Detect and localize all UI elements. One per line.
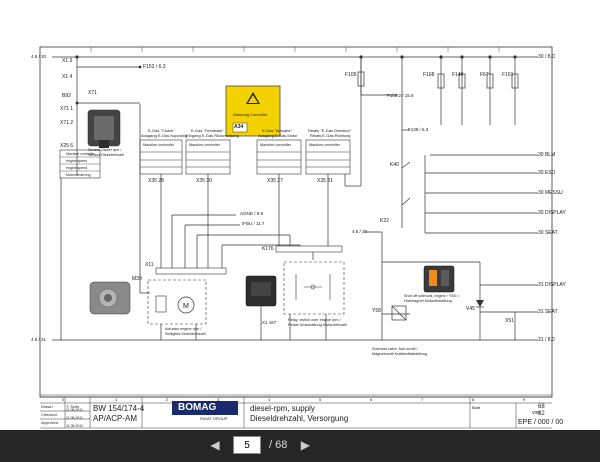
tb-name-0: T. Sche bbox=[66, 404, 80, 409]
relay-k176-box bbox=[283, 261, 345, 315]
tb-title-en: diesel-rpm, supply bbox=[250, 404, 315, 413]
label-x1-4: X1 4 bbox=[62, 74, 73, 80]
col2-header-a: E-Gas "Feedback" bbox=[191, 128, 224, 133]
pdf-viewer-toolbar: ◀ 5 / 68 ▶ bbox=[0, 430, 600, 462]
col1-header-a: E-Gas "Clutch" bbox=[148, 128, 175, 133]
label-x25-6: X25 6 bbox=[60, 143, 74, 149]
col4-header-b: Relais E-Gas Richtung bbox=[310, 133, 351, 138]
label-x35-28: X35 28 bbox=[148, 178, 164, 184]
label-x1-167: X1 167 bbox=[262, 320, 277, 325]
tb-row-drawn: Drawn bbox=[41, 404, 53, 409]
label-f105-2: F105.2 / 15.8 bbox=[387, 93, 414, 98]
next-page-icon[interactable]: ▶ bbox=[300, 438, 310, 452]
ref-31-right: 31 / 8.0 bbox=[538, 337, 555, 343]
tb-blatt: Blatt bbox=[472, 405, 481, 410]
label-warning-text: Warnung Controller bbox=[233, 112, 268, 117]
tb-doc-no: EPE / 000 / 00 bbox=[518, 419, 564, 426]
tb-von: von bbox=[532, 410, 541, 416]
label-x35-31: X35 31 bbox=[317, 178, 333, 184]
col2-header-b: Eingang E-Gas Rückmeldung bbox=[186, 133, 239, 138]
col4-mc: Machine controller bbox=[309, 143, 341, 147]
label-v45: V45 bbox=[466, 306, 475, 312]
label-agnd: AGND / 8.8 bbox=[240, 211, 264, 216]
ref-30-mess: 30 MESSU bbox=[538, 190, 563, 196]
prev-page-icon[interactable]: ◀ bbox=[210, 438, 220, 452]
ref-top-left: 4.6 / 30 bbox=[31, 54, 47, 59]
actuator-m39 bbox=[147, 279, 207, 325]
ref-31-seat: 31 SEAT bbox=[538, 309, 558, 315]
label-k40: K40 bbox=[390, 162, 399, 168]
machine-controller-rows: Machine controller engine speed engine s… bbox=[66, 152, 95, 177]
label-x71-2: X71 2 bbox=[60, 120, 74, 126]
label-x71-1: X71 1 bbox=[60, 106, 74, 112]
tb-sheet-no: 82 bbox=[538, 411, 545, 417]
label-x35-27: X35 27 bbox=[267, 178, 283, 184]
label-b92: B92 bbox=[62, 93, 71, 99]
label-f105: F105 bbox=[345, 72, 357, 78]
ref-30-seat: 30 SEAT bbox=[538, 230, 558, 236]
label-f146: F146 bbox=[452, 72, 464, 78]
label-m39: M39 bbox=[132, 276, 142, 282]
sheet-frame bbox=[39, 46, 553, 398]
bomag-logo: BOMAG FAYAT GROUP bbox=[172, 401, 238, 423]
label-y58: Y58 bbox=[372, 308, 381, 314]
col3-mc: Machine controller bbox=[260, 143, 292, 147]
tb-date-0: 11.08.2011 bbox=[66, 408, 83, 412]
label-a34: A34 bbox=[234, 124, 244, 130]
label-actuator-text: Actuator engine rpm / Stellglied Motordr… bbox=[165, 327, 206, 336]
ref-30-display: 30 DISPLAY bbox=[538, 210, 566, 216]
label-solenoid: Solenoid valve, fuel on/off / Magnetvent… bbox=[372, 347, 428, 356]
label-x35-30: X35 30 bbox=[196, 178, 212, 184]
ref-30-blm: 30 BLM bbox=[538, 152, 556, 158]
tb-title-de: Dieseldrehzahl, Versorgung bbox=[250, 414, 349, 423]
ref-4-6-30: 4.6 / 30 bbox=[352, 229, 368, 234]
label-f168: F168 bbox=[423, 72, 435, 78]
label-x51: X51 bbox=[505, 318, 514, 324]
label-relay-text: Relay, switch over engine rpm / Relais U… bbox=[288, 318, 348, 327]
label-k22: K22 bbox=[380, 218, 389, 224]
label-x1-3: X1 3 bbox=[62, 58, 73, 64]
ref-bottom-left: 4.6 / 31 bbox=[31, 337, 47, 342]
label-f153: F153 / 6.3 bbox=[143, 64, 166, 70]
col1-header-b: Ausgang E-Gas Kupplung bbox=[141, 133, 188, 138]
solenoid-photo bbox=[423, 265, 455, 293]
tb-machine: BW 154/174-4 bbox=[93, 404, 145, 413]
tb-sheet-of: 68 bbox=[538, 404, 545, 410]
label-f67: F67 bbox=[480, 72, 489, 78]
label-f161: F161 bbox=[502, 72, 514, 78]
label-ifbu: IFBU / 11.7 bbox=[242, 221, 265, 226]
label-k176: K176 bbox=[262, 246, 274, 252]
tb-row-checked: Checked bbox=[41, 412, 57, 417]
ref-31-display: 31 DISPLAY bbox=[538, 282, 566, 288]
page-number-input[interactable]: 5 bbox=[233, 436, 261, 454]
label-sensor-small: Sensor Diesel rpm / Sensor Dieselrehzahl bbox=[88, 148, 125, 157]
col4-header-a: Relais "E-Gas Direction" bbox=[308, 128, 352, 133]
col3-header-b: Ausgang E-Gas Motor bbox=[258, 133, 298, 138]
label-x11: X11 bbox=[145, 262, 154, 268]
tb-date-1: 11.08.2011 bbox=[66, 416, 83, 420]
svg-text:M: M bbox=[183, 303, 189, 310]
col1-mc: Machine controller bbox=[143, 143, 175, 147]
ref-30-esd: 30 ESD bbox=[538, 170, 556, 176]
schematic-sheet: M bbox=[31, 46, 566, 429]
tb-variant: AP/ACP-AM bbox=[93, 414, 138, 423]
col3-header-a: E-Gas "Actuator" bbox=[262, 128, 293, 133]
col2-mc: Machine controller bbox=[189, 143, 221, 147]
ref-30-right: 30 / 8.0 bbox=[538, 54, 555, 60]
tb-date-2: 11.08.2011 bbox=[66, 424, 83, 428]
label-f138: F138 / 6.3 bbox=[408, 127, 429, 132]
tb-row-approved: Approved bbox=[41, 420, 59, 425]
page-navigation: ◀ 5 / 68 ▶ bbox=[205, 434, 315, 456]
label-shut-off: Shut off solenoid, engine / Y58 = Hubmag… bbox=[404, 294, 459, 303]
label-x71: X71 bbox=[88, 90, 97, 96]
schematic-diagram: M bbox=[39, 46, 553, 429]
page-total: / 68 bbox=[269, 439, 288, 451]
